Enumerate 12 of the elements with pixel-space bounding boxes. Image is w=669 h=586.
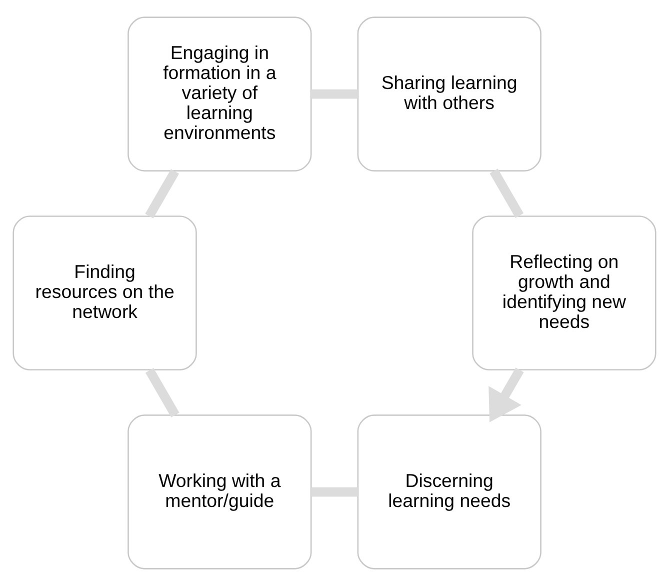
node-box: Reflecting on growth and identifying new needs <box>472 216 656 370</box>
connector <box>311 487 358 497</box>
arrow <box>488 368 524 422</box>
node-box: Finding resources on the network <box>12 216 197 370</box>
connector <box>145 169 180 218</box>
node-box: Sharing learning with others <box>357 16 542 172</box>
node-box: Discerning learning needs <box>357 414 542 570</box>
connector <box>490 168 524 218</box>
node-box: Engaging in formation in a variety of learning environments <box>128 16 312 172</box>
connector <box>145 368 180 418</box>
node-box: Working with a mentor/guide <box>128 414 312 570</box>
connector <box>311 89 358 99</box>
